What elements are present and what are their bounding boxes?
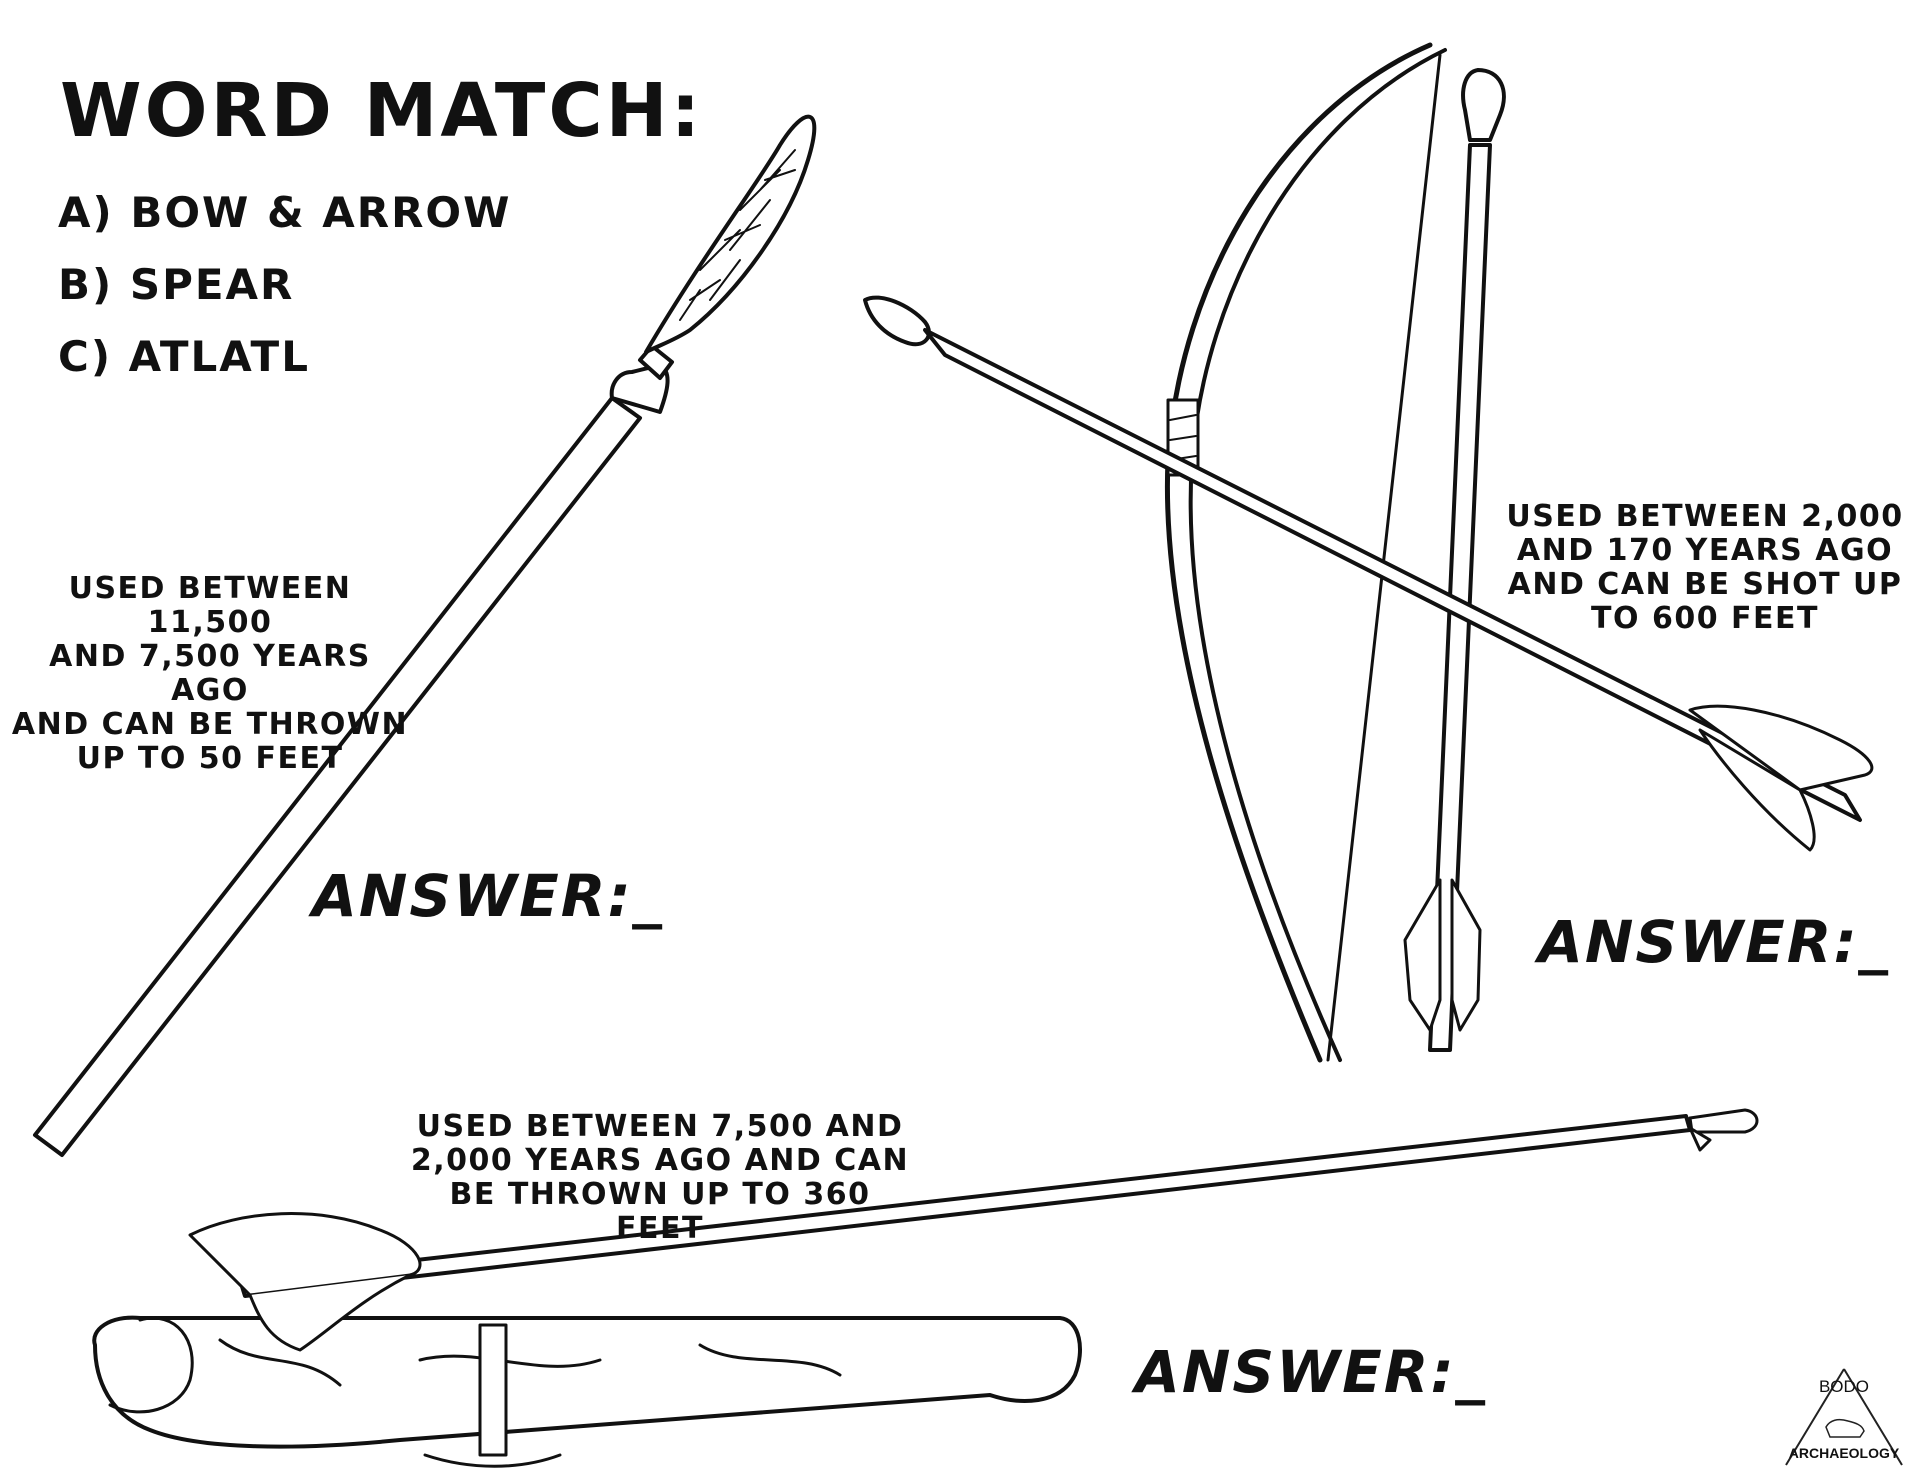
answer-spear[interactable]: ANSWER:_ [312, 862, 664, 930]
tipi-icon [1785, 1368, 1903, 1466]
bow-description: USED BETWEEN 2,000 AND 170 YEARS AGO AND… [1500, 500, 1910, 636]
vertical-arrow-drawing [1403, 68, 1506, 1052]
description-line: USED BETWEEN 11,500 [68, 571, 352, 640]
option-c: C) ATLATL [58, 332, 310, 381]
description-line: AND CAN BE THROWN [11, 707, 409, 742]
diagonal-arrow-drawing [863, 295, 1874, 852]
option-a: A) BOW & ARROW [58, 188, 512, 237]
description-line: BE THROWN UP TO 360 FEET [449, 1177, 871, 1246]
answer-atlatl[interactable]: ANSWER:_ [1135, 1338, 1487, 1406]
atlatl-description: USED BETWEEN 7,500 AND 2,000 YEARS AGO A… [400, 1110, 920, 1246]
description-line: 2,000 YEARS AGO AND CAN [410, 1143, 910, 1178]
atlatl-drawing [92, 1108, 1759, 1468]
spear-description: USED BETWEEN 11,500 AND 7,500 YEARS AGO … [10, 572, 410, 776]
spear-drawing [33, 114, 817, 1157]
logo-bottom-text: ARCHAEOLOGY [1788, 1445, 1900, 1461]
description-line: AND 7,500 YEARS AGO [49, 639, 371, 708]
bow-drawing [1164, 42, 1447, 1063]
bodo-archaeology-logo: BODO ARCHAEOLOGY [1778, 1365, 1910, 1475]
description-line: AND 170 YEARS AGO [1516, 533, 1894, 568]
logo-top-text: BODO [1818, 1377, 1870, 1396]
description-line: USED BETWEEN 7,500 AND [416, 1109, 904, 1144]
answer-bow[interactable]: ANSWER:_ [1538, 908, 1890, 976]
description-line: TO 600 FEET [1591, 601, 1819, 636]
description-line: AND CAN BE SHOT UP [1507, 567, 1903, 602]
description-line: USED BETWEEN 2,000 [1506, 499, 1904, 534]
page-title: WORD MATCH: [60, 68, 704, 154]
option-b: B) SPEAR [58, 260, 295, 309]
description-line: UP TO 50 FEET [76, 741, 344, 776]
